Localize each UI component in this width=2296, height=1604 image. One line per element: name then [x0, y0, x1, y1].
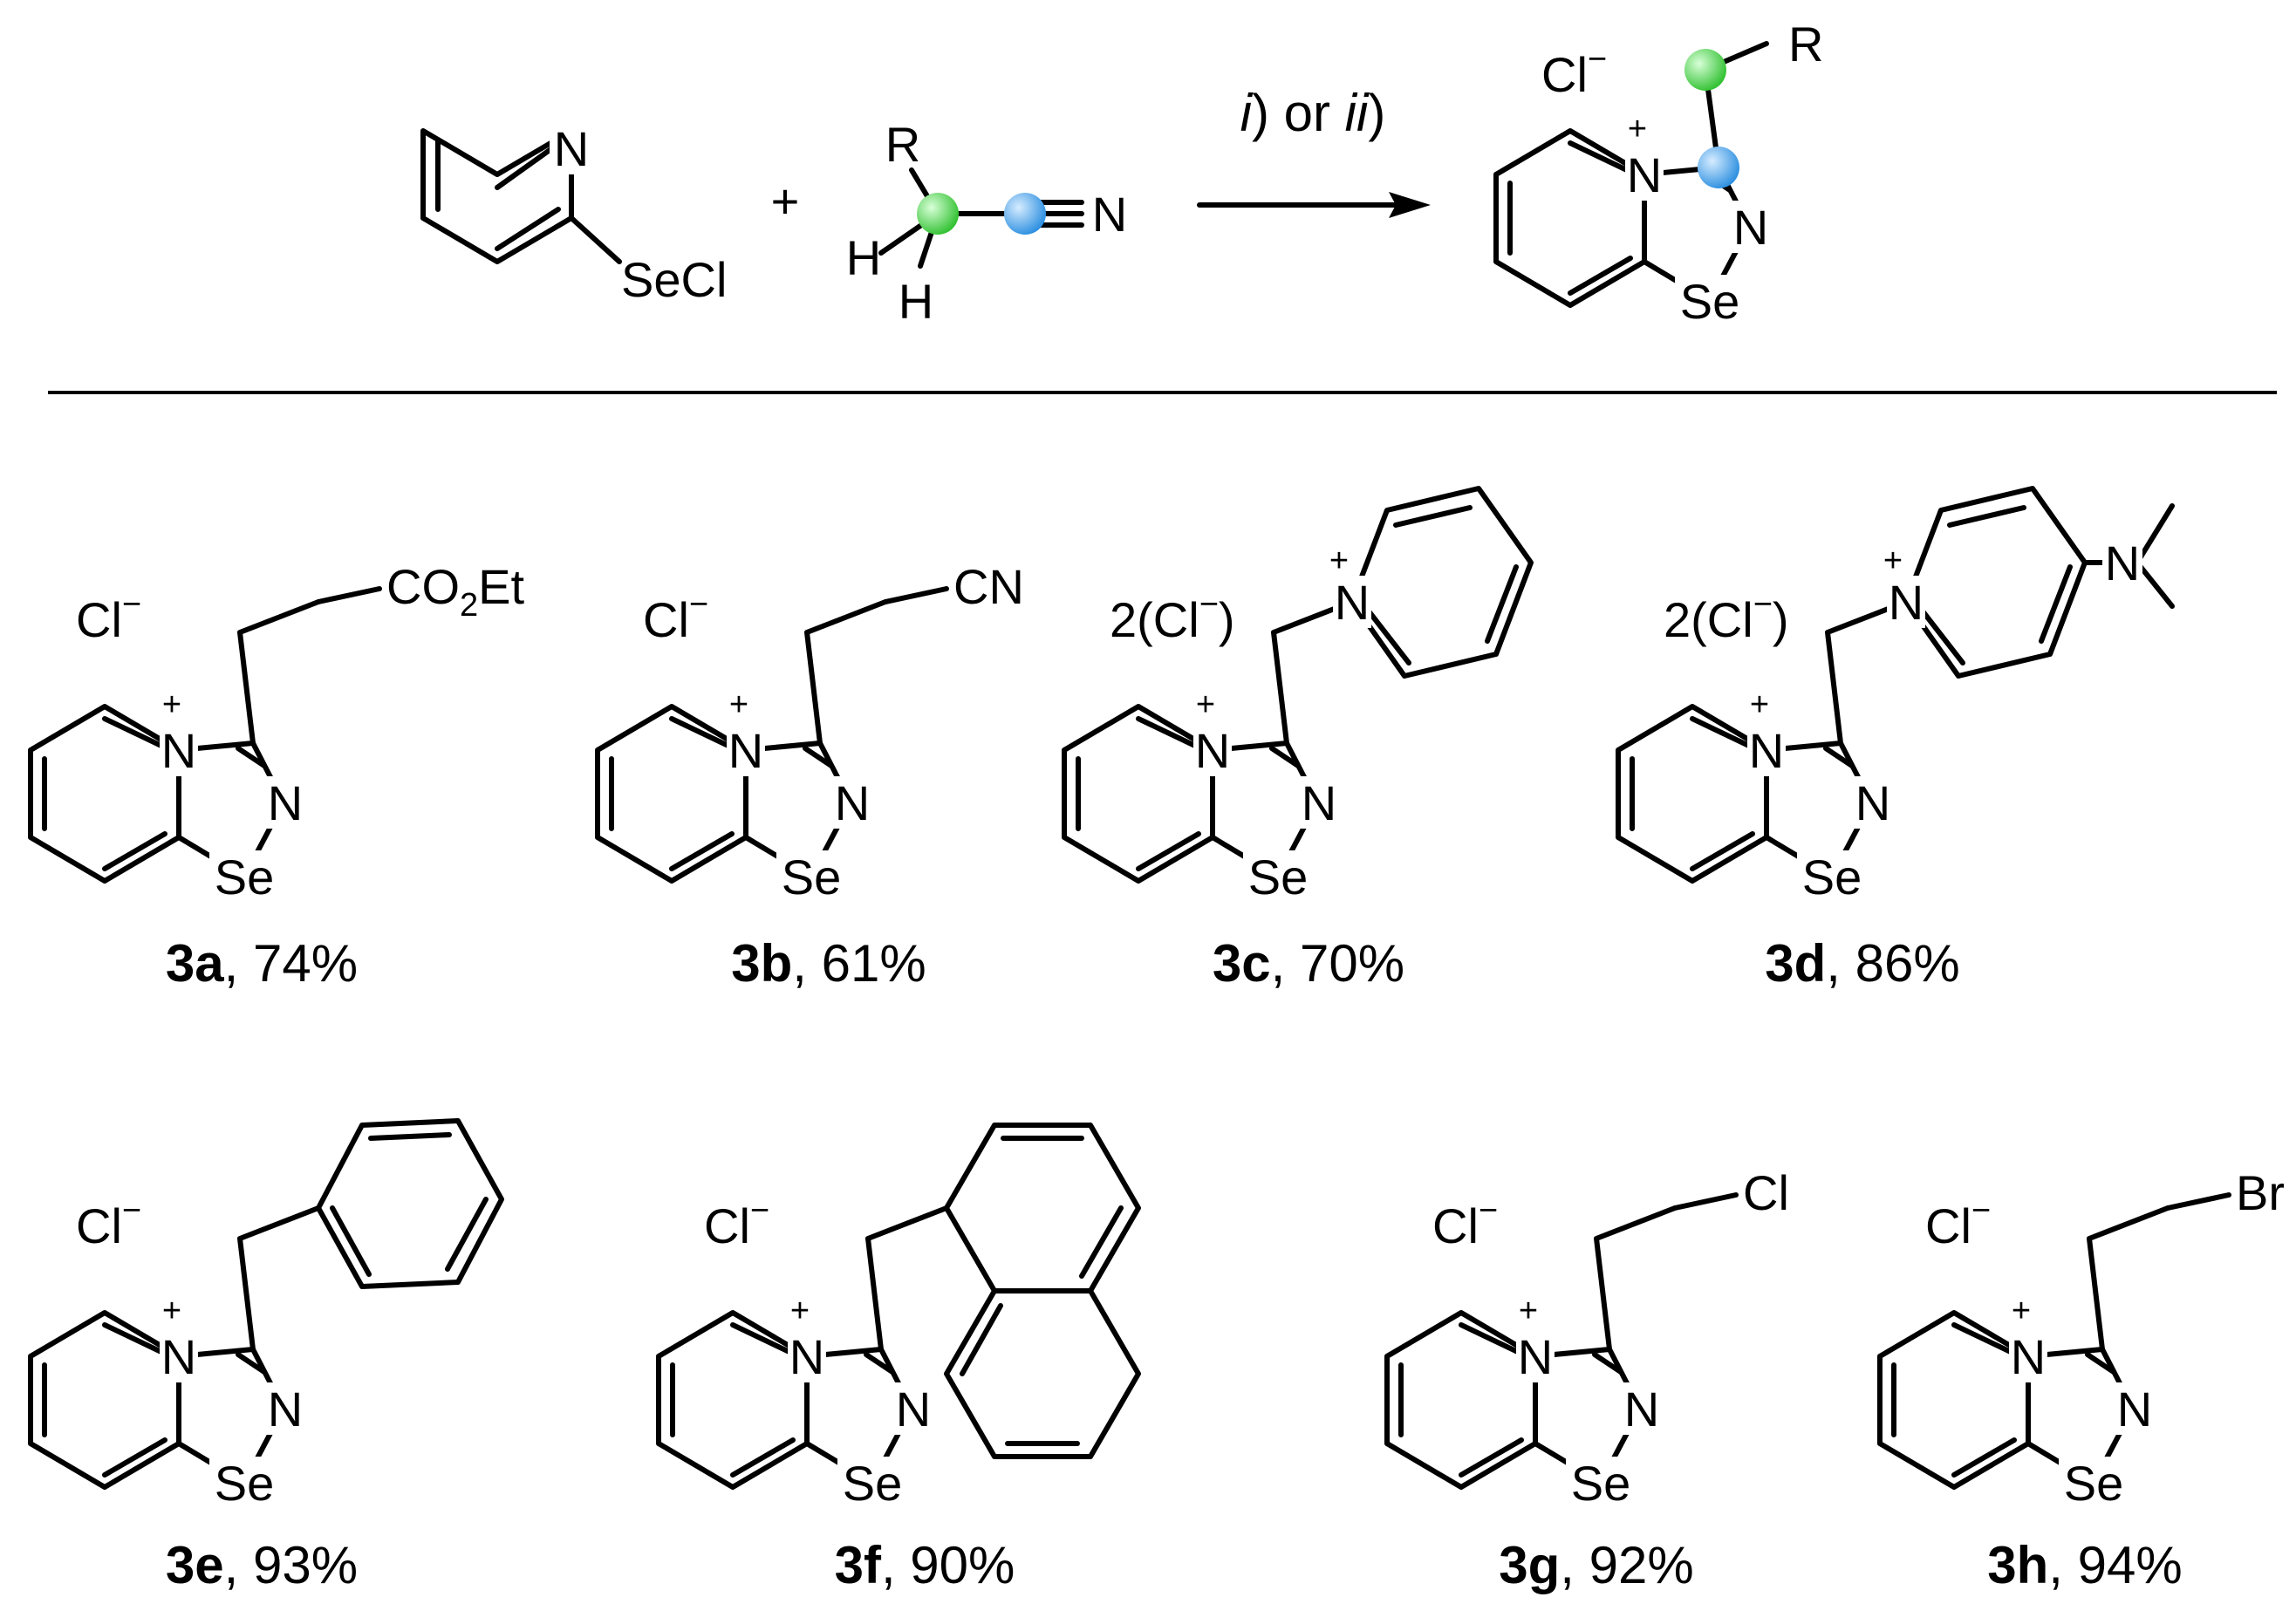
core-n-plus: N — [161, 723, 196, 778]
reactant-nitrile: R H H N — [846, 117, 1127, 329]
core-plus-charge: + — [162, 686, 181, 723]
reaction-arrow: i) or ii) — [1197, 84, 1431, 218]
pyridinium-n: N — [1335, 575, 1370, 630]
core-n-plus: N — [1518, 1329, 1553, 1384]
counter-ion: Cl− — [643, 586, 708, 647]
pyridine-n-label: N — [554, 121, 589, 176]
counter-ion: 2(Cl−) — [1664, 586, 1789, 647]
counter-ion: Cl− — [76, 1192, 141, 1253]
plus-sign: + — [771, 174, 800, 229]
core-n: N — [1624, 1382, 1659, 1437]
compound-label: 3e, 93% — [166, 1536, 358, 1594]
r-label: R — [885, 117, 920, 172]
product-n-plus: N — [1627, 147, 1662, 202]
compound-label: 3c, 70% — [1213, 934, 1404, 993]
compound-label: 3f, 90% — [835, 1536, 1015, 1594]
core-plus-charge: + — [1196, 686, 1215, 723]
core-n-plus: N — [2011, 1329, 2046, 1384]
compound-label: 3b, 61% — [731, 934, 926, 993]
alpha-carbon-highlight — [917, 193, 959, 235]
core-plus-charge: + — [2012, 1293, 2031, 1329]
h-label-1: H — [846, 230, 881, 285]
product-r: R — [1788, 17, 1823, 72]
core-n-plus: N — [728, 723, 763, 778]
core-se: Se — [782, 850, 842, 904]
substituent-label: Br — [2236, 1165, 2285, 1220]
core-n: N — [835, 775, 870, 830]
core-n-plus: N — [789, 1329, 824, 1384]
nitrile-carbon-highlight — [1004, 193, 1046, 235]
product-se: Se — [1680, 274, 1740, 329]
product-general: N + N Se R Cl− — [1496, 17, 1823, 329]
counter-ion: 2(Cl−) — [1110, 586, 1235, 647]
product-counter-ion: Cl− — [1541, 41, 1607, 102]
core-n: N — [896, 1382, 931, 1437]
core-se: Se — [215, 850, 275, 904]
counter-ion: Cl− — [1925, 1192, 1991, 1253]
pyridinium-n: N — [1889, 575, 1924, 630]
core-plus-charge: + — [1750, 686, 1769, 723]
dimethylamino-n: N — [2105, 536, 2140, 590]
counter-ion: Cl− — [1432, 1192, 1498, 1253]
nitrile-n-label: N — [1092, 187, 1127, 242]
core-n: N — [268, 1382, 303, 1437]
substituent-label: CO2Et — [386, 559, 524, 624]
core-se: Se — [1802, 850, 1862, 904]
core-plus-charge: + — [729, 686, 748, 723]
compound-label: 3d, 86% — [1765, 934, 1959, 993]
counter-ion: Cl− — [76, 586, 141, 647]
compound-label: 3a, 74% — [166, 934, 358, 993]
core-plus-charge: + — [1519, 1293, 1538, 1329]
counter-ion: Cl− — [704, 1192, 769, 1253]
core-se: Se — [843, 1456, 903, 1511]
core-plus-charge: + — [162, 1293, 181, 1329]
pyridinium-plus: + — [1329, 543, 1349, 579]
core-se: Se — [1571, 1456, 1631, 1511]
compound-label: 3g, 92% — [1499, 1536, 1693, 1594]
secl-label: SeCl — [621, 252, 727, 307]
product-n: N — [1733, 200, 1768, 255]
core-n-plus: N — [1749, 723, 1784, 778]
compound-label: 3h, 94% — [1987, 1536, 2182, 1594]
product-plus-charge: + — [1628, 111, 1647, 147]
core-n-plus: N — [161, 1329, 196, 1384]
core-se: Se — [215, 1456, 275, 1511]
core-n: N — [1302, 775, 1336, 830]
core-se: Se — [2064, 1456, 2124, 1511]
reactant-pyridyl-selenenyl-chloride: N SeCl — [420, 121, 727, 307]
core-se: Se — [1248, 850, 1309, 904]
core-plus-charge: + — [790, 1293, 810, 1329]
core-n-plus: N — [1195, 723, 1230, 778]
substituent-label: Cl — [1743, 1165, 1789, 1220]
core-n: N — [268, 775, 303, 830]
product-green-highlight — [1684, 49, 1726, 91]
h-label-2: H — [899, 274, 933, 329]
pyridinium-plus: + — [1883, 543, 1903, 579]
product-blue-highlight — [1698, 147, 1739, 188]
core-n: N — [1855, 775, 1890, 830]
core-n: N — [2117, 1382, 2152, 1437]
reaction-conditions: i) or ii) — [1240, 84, 1386, 142]
substituent-label: CN — [953, 559, 1024, 614]
